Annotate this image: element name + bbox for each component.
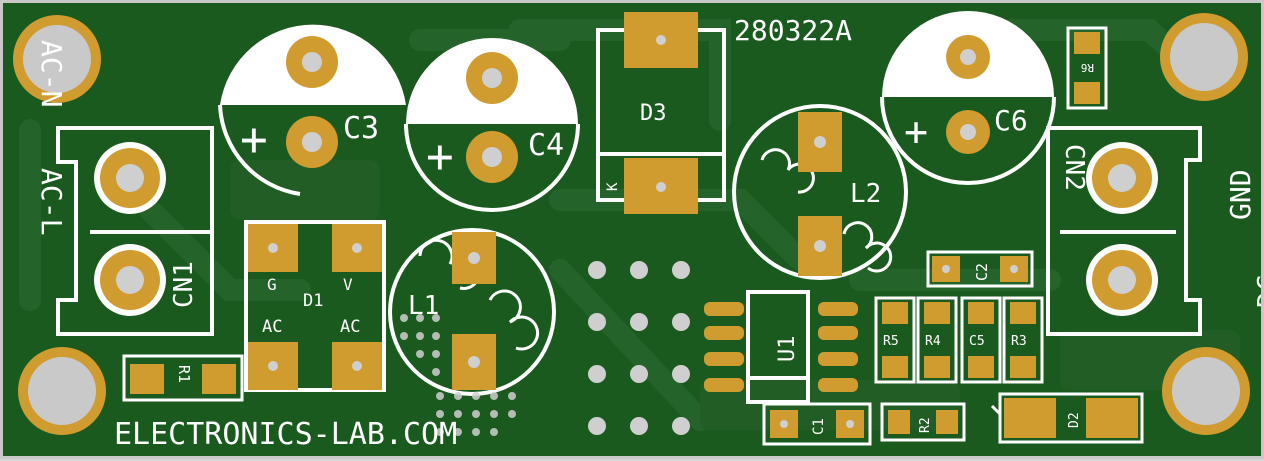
- capacitor-c2: C2: [926, 250, 1034, 288]
- resistor-r1: R1: [122, 354, 244, 402]
- diode-d3: D3 K: [596, 12, 726, 214]
- c2-label: C2: [973, 263, 991, 281]
- d1-label: D1: [303, 291, 323, 311]
- c4-plus: +: [426, 129, 454, 183]
- inductor-l2: L2: [732, 104, 908, 280]
- l2-label: L2: [850, 179, 881, 209]
- r1-label: R1: [175, 365, 193, 383]
- r5-label: R5: [883, 334, 899, 349]
- diode-d2: D2: [990, 392, 1144, 444]
- capacitor-c6: + C6: [880, 11, 1056, 185]
- d1-g-label: G: [267, 275, 277, 294]
- resistor-r5: R5: [874, 296, 916, 384]
- r2-label: R2: [918, 417, 933, 433]
- connector-cn2: CN2: [1046, 126, 1202, 336]
- ic-u1: U1: [704, 290, 858, 404]
- pcb-artwork: + C3 + C4 D3 K 280322A + C6 R6: [13, 11, 1264, 452]
- c3-label: C3: [343, 111, 379, 146]
- ac-l-label: AC-L: [35, 168, 68, 235]
- d2-label: D2: [1067, 412, 1082, 428]
- r6-label: R6: [1081, 61, 1094, 74]
- resistor-r3: R3: [1002, 296, 1044, 384]
- connector-cn1: CN1: [56, 126, 214, 336]
- d1-v-label: V: [343, 275, 353, 294]
- resistor-r2: R2: [880, 402, 966, 442]
- d3-label: D3: [640, 101, 667, 126]
- mounting-hole-bottom-right: [1162, 347, 1250, 435]
- board-revision: 280322A: [734, 14, 852, 47]
- d3-k-label: K: [605, 182, 621, 191]
- mounting-hole-top-left: [13, 15, 101, 103]
- c4-label: C4: [528, 128, 564, 163]
- resistor-r4: R4: [916, 296, 958, 384]
- c6-plus: +: [904, 109, 928, 155]
- c3-plus: +: [240, 112, 268, 166]
- u1-label: U1: [775, 336, 800, 363]
- capacitor-c5: C5: [960, 296, 1002, 384]
- d1-ac-right-label: AC: [340, 317, 360, 337]
- c1-label: C1: [811, 418, 827, 435]
- d1-ac-left-label: AC: [262, 317, 282, 337]
- cn2-label: CN2: [1059, 144, 1089, 191]
- capacitor-c4: + C4: [404, 38, 580, 212]
- mounting-hole-top-right: [1160, 13, 1248, 101]
- ac-n-label: AC-N: [35, 40, 68, 107]
- resistor-r6: R6: [1066, 26, 1108, 110]
- cn1-label: CN1: [169, 261, 199, 308]
- gnd-label: GND: [1224, 169, 1257, 220]
- r3-label: R3: [1011, 334, 1027, 349]
- dc-plus-label: +DC: [1251, 274, 1261, 325]
- r4-label: R4: [925, 334, 941, 349]
- inductor-l1: L1: [388, 228, 556, 436]
- bridge-d1: G V D1 AC AC: [244, 220, 386, 392]
- footer-website: ELECTRONICS-LAB.COM: [114, 417, 457, 452]
- mounting-hole-bottom-left: [18, 347, 106, 435]
- c6-label: C6: [994, 104, 1028, 137]
- capacitor-c1: C1: [762, 402, 872, 446]
- capacitor-c3: + C3: [218, 24, 406, 196]
- via-array: [588, 261, 690, 435]
- c5-label: C5: [969, 334, 985, 349]
